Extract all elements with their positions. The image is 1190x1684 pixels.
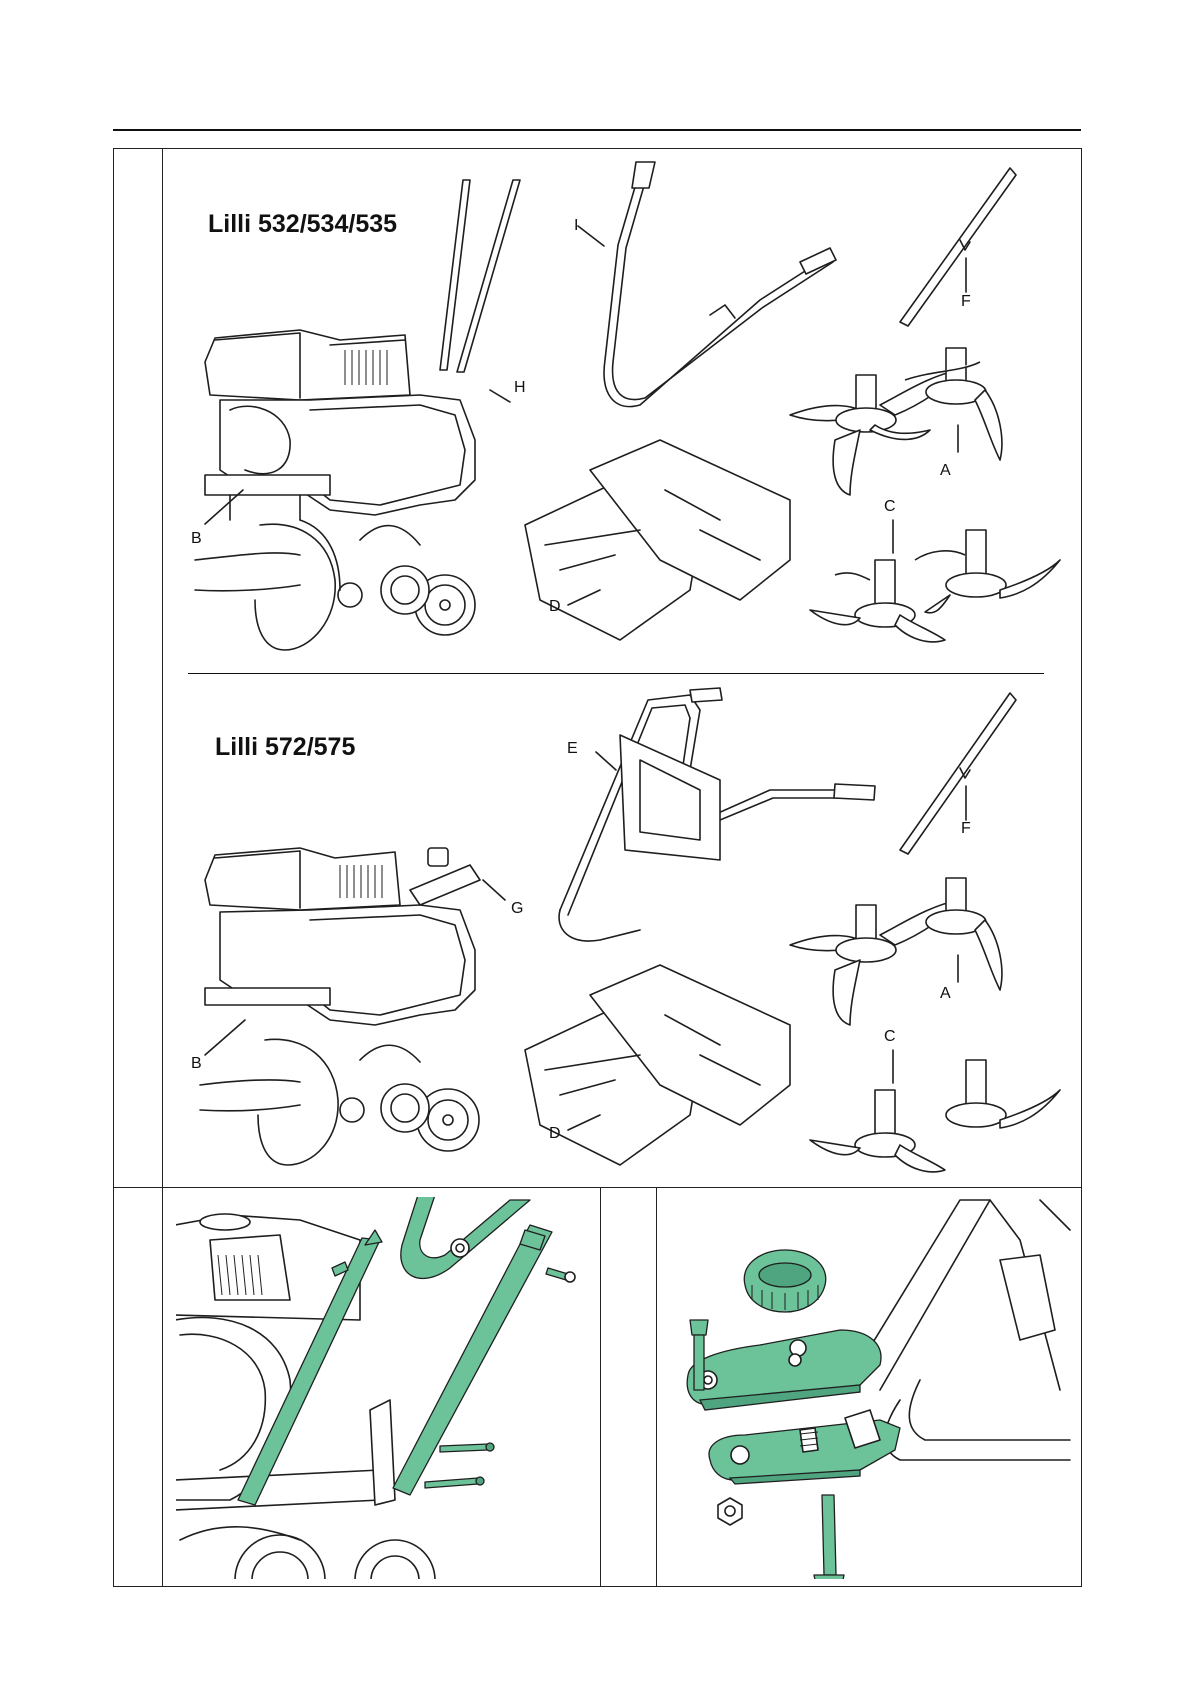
handle-clamp-illustration bbox=[0, 0, 1190, 1684]
